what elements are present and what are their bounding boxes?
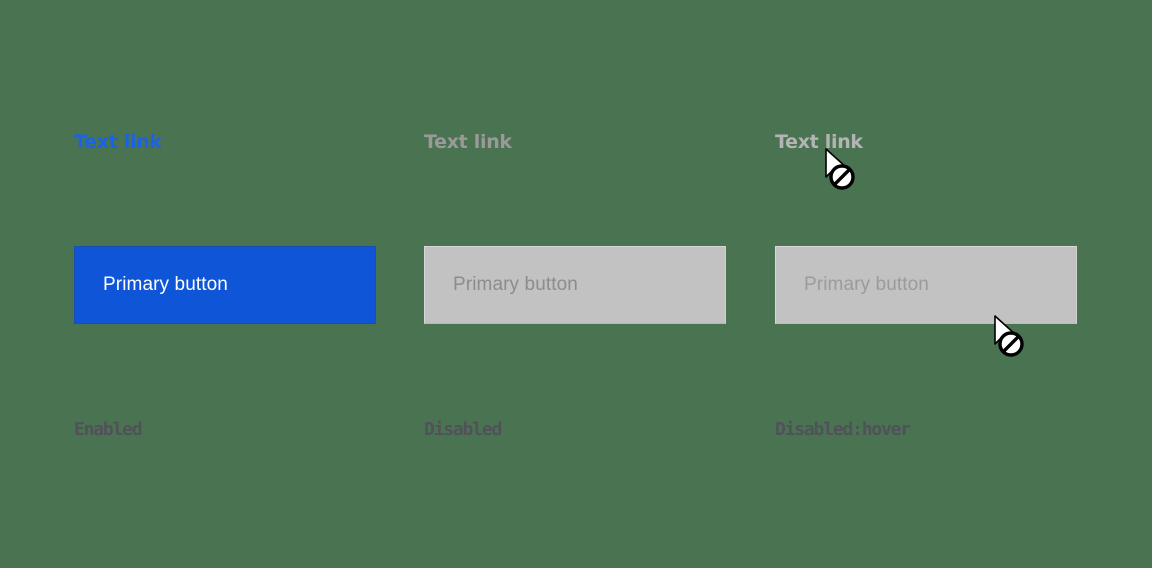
primary-button-disabled: Primary button — [424, 246, 726, 324]
caption-disabled-hover: Disabled:hover — [775, 419, 911, 440]
primary-button-enabled[interactable]: Primary button — [74, 246, 376, 324]
primary-button-disabled-hover: Primary button — [775, 246, 1077, 324]
primary-button-label: Primary button — [804, 274, 929, 295]
text-link-enabled[interactable]: Text link — [74, 131, 162, 153]
primary-button-label: Primary button — [453, 274, 578, 295]
column-enabled: Text link Primary button Enabled — [74, 0, 424, 568]
caption-enabled: Enabled — [74, 419, 143, 440]
text-link-disabled-hover: Text link — [775, 131, 863, 153]
column-disabled-hover: Text link Primary button Disabled:hover — [775, 0, 1125, 568]
column-disabled: Text link Primary button Disabled — [424, 0, 774, 568]
text-link-disabled: Text link — [424, 131, 512, 153]
primary-button-label: Primary button — [103, 274, 228, 295]
caption-disabled: Disabled — [424, 419, 502, 440]
